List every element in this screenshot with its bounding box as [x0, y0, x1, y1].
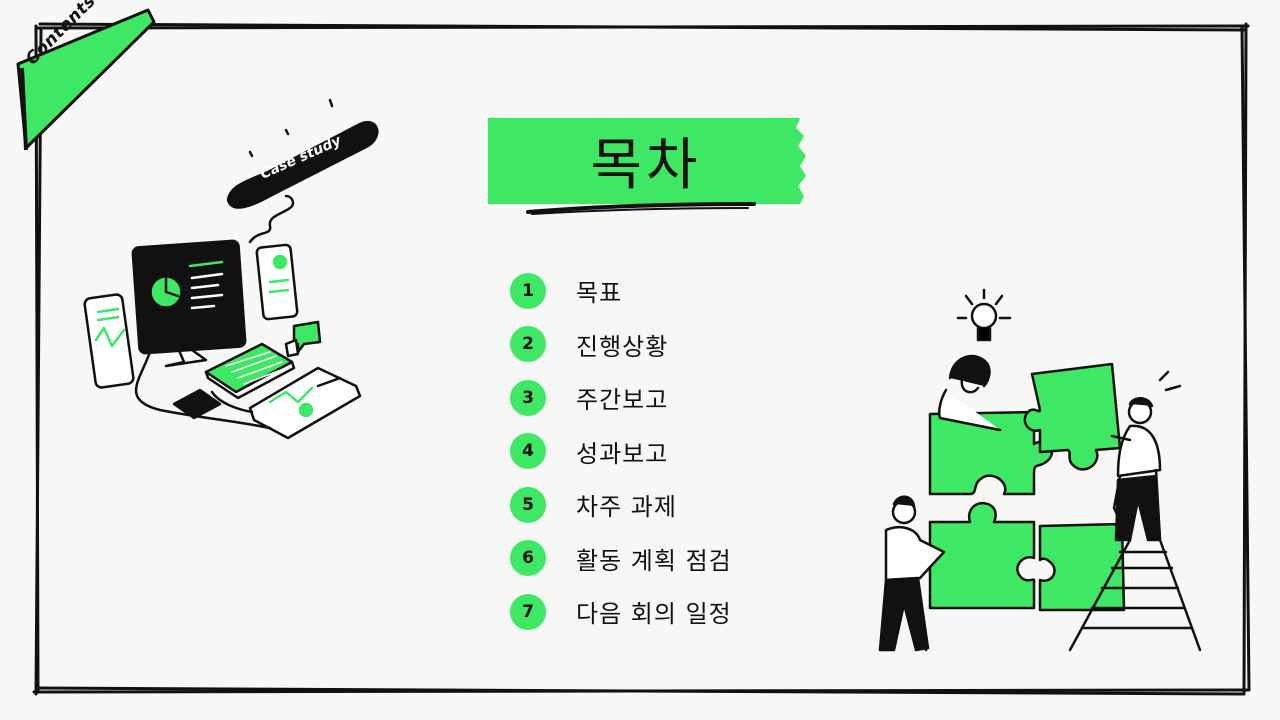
- item-label: 활동 계획 점검: [576, 546, 732, 575]
- item-label: 차주 과제: [576, 493, 677, 522]
- item-number-badge: 4: [510, 433, 546, 470]
- item-number-badge: 7: [510, 593, 546, 630]
- item-number-badge: 6: [510, 540, 546, 577]
- title-banner: [488, 118, 806, 215]
- contents-item-weekly-report[interactable]: 3 주간보고: [510, 371, 830, 425]
- computer-illustration: [83, 98, 379, 440]
- contents-item-progress[interactable]: 2 진행상황: [510, 318, 830, 372]
- contents-item-next-meeting-schedule[interactable]: 7 다음 회의 일정: [510, 585, 830, 639]
- item-label: 주간보고: [576, 386, 669, 415]
- item-number-badge: 2: [510, 326, 546, 363]
- item-label: 진행상황: [576, 332, 669, 361]
- item-label: 다음 회의 일정: [576, 600, 732, 629]
- item-label: 성과보고: [576, 439, 669, 468]
- item-label: 목표: [576, 279, 623, 308]
- puzzle-team-illustration: [878, 288, 1202, 652]
- contents-item-next-week-tasks[interactable]: 5 차주 과제: [510, 478, 830, 532]
- item-number-badge: 3: [510, 379, 546, 416]
- page-title: 목차: [590, 132, 702, 198]
- item-number-badge: 1: [510, 272, 546, 309]
- contents-list: 1 목표 2 진행상황 3 주간보고 4 성과보고 5 차주 과제 6 활동 계…: [510, 264, 830, 639]
- contents-tag: [16, 8, 156, 151]
- contents-item-goal[interactable]: 1 목표: [510, 264, 830, 318]
- item-number-badge: 5: [510, 486, 546, 523]
- contents-item-results-report[interactable]: 4 성과보고: [510, 425, 830, 479]
- contents-item-activity-plan-check[interactable]: 6 활동 계획 점검: [510, 532, 830, 586]
